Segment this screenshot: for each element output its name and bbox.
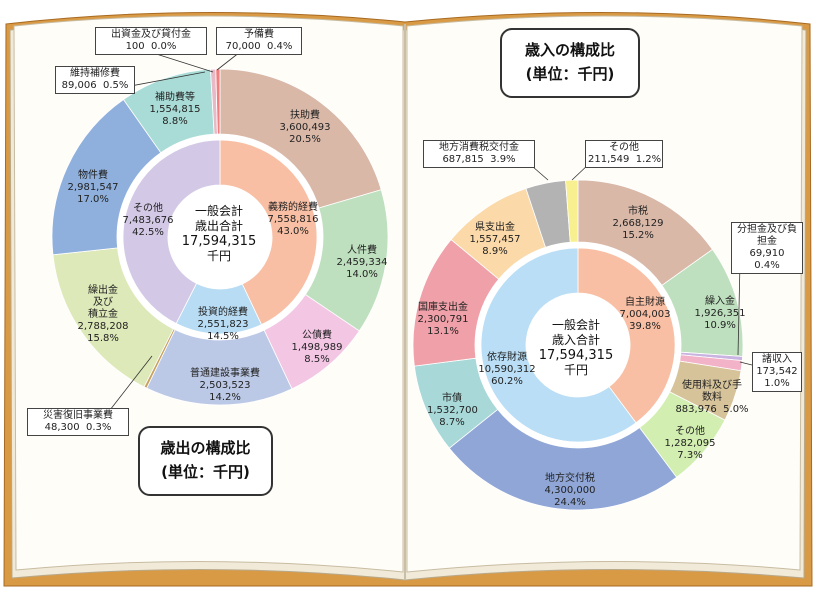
revenue-donut-chart (412, 179, 744, 511)
callout-yobihi: 予備費 70,000 0.4% (216, 27, 302, 55)
expenditure-center-line1: 一般会計 (194, 204, 243, 218)
callout-saigaifukkyu: 災害復旧事業費 48,300 0.3% (27, 408, 129, 436)
expenditure-center-unit: 千円 (206, 249, 231, 263)
callout-ijihoshuhi: 維持補修費 89,006 0.5% (55, 66, 135, 94)
revenue-center-label: 一般会計 歳入合計 17,594,315 千円 (535, 318, 617, 378)
revenue-center-line2: 歳入合計 (551, 333, 600, 347)
leader-yobihi (216, 51, 241, 71)
callout-chihoshohizei: 地方消費税交付金 687,815 3.9% (423, 140, 535, 168)
leader-saigaifukkyu (109, 355, 153, 411)
expenditure-donut-chart (51, 68, 389, 406)
expenditure-center-label: 一般会計 歳出合計 17,594,315 千円 (178, 204, 260, 264)
leader-buntankin (737, 261, 741, 356)
revenue-center-line1: 一般会計 (551, 318, 600, 332)
leader-shoshunyu (739, 361, 753, 366)
expenditure-chart-unit: (単位：千円) (161, 463, 250, 481)
callout-shusshikin: 出資金及び貸付金 100 0.0% (95, 27, 207, 55)
chart-left-center-hole (168, 185, 272, 289)
callout-sonota-small: その他 211,549 1.2% (585, 140, 663, 168)
revenue-center-total: 17,594,315 (538, 348, 614, 363)
revenue-center-unit: 千円 (563, 363, 588, 377)
revenue-chart-title: 歳入の構成比 (524, 41, 615, 59)
revenue-chart-title-box: 歳入の構成比 (単位：千円) (500, 28, 640, 98)
chart-right-center-hole (526, 293, 630, 397)
leader-shusshikin (149, 51, 214, 73)
revenue-chart-unit: (単位：千円) (525, 65, 615, 83)
expenditure-chart-title-box: 歳出の構成比 (単位：千円) (138, 426, 273, 496)
expenditure-center-line2: 歳出合計 (194, 219, 243, 233)
slice-label-shiyoryo: 使用料及び手数料 883,976 5.0% (675, 380, 749, 415)
expenditure-center-total: 17,594,315 (181, 234, 257, 249)
expenditure-chart-title: 歳出の構成比 (160, 439, 251, 457)
